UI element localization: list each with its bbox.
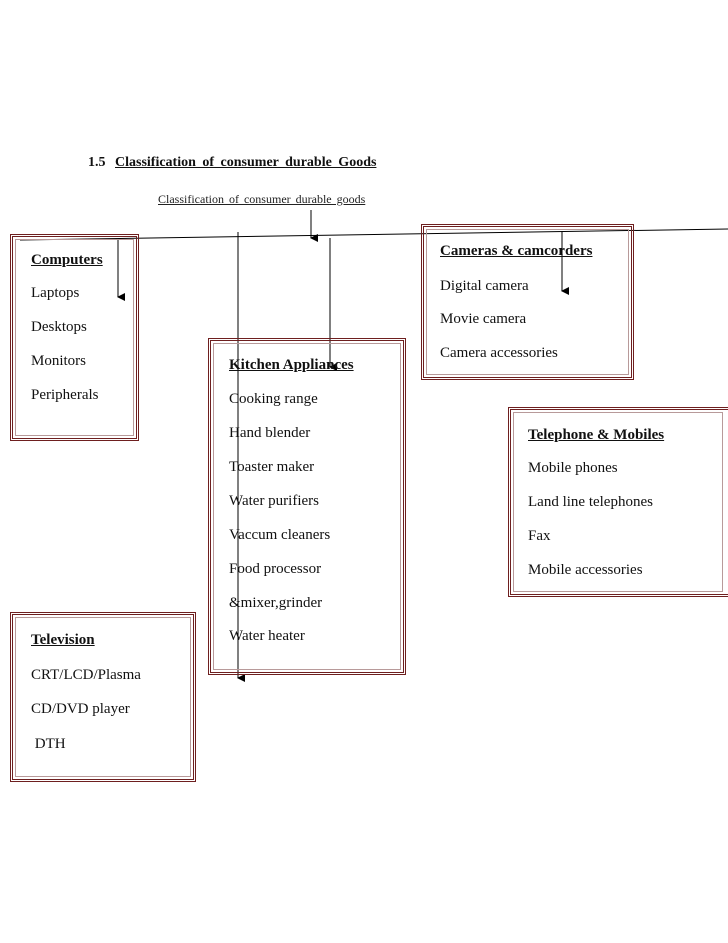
kitchen-box [208, 338, 406, 675]
kitchen-item: Vaccum cleaners [229, 527, 331, 543]
cameras-box [421, 224, 634, 380]
computers-item: Peripherals [31, 387, 99, 403]
computers-item: Desktops [31, 319, 87, 335]
section-number: 1.5 [88, 155, 106, 170]
television-item: CRT/LCD/Plasma [31, 667, 141, 683]
kitchen-item: Cooking range [229, 391, 318, 407]
kitchen-title: Kitchen Appliances [229, 357, 354, 373]
section-title: Classification of consumer durable Goods [115, 155, 377, 170]
telephone-item: Fax [528, 528, 551, 544]
cameras-item: Camera accessories [440, 345, 558, 361]
telephone-title: Telephone & Mobiles [528, 427, 665, 443]
computers-item: Monitors [31, 353, 87, 369]
television-box [10, 612, 196, 782]
cameras-item: Digital camera [440, 278, 529, 294]
kitchen-item: Hand blender [229, 425, 311, 441]
kitchen-item: Food processor [229, 561, 322, 577]
telephone-item: Mobile phones [528, 460, 618, 476]
telephone-item: Mobile accessories [528, 562, 643, 578]
kitchen-item: Toaster maker [229, 459, 315, 475]
computers-title: Computers [31, 252, 103, 268]
computers-box [10, 234, 139, 441]
cameras-item: Movie camera [440, 311, 527, 327]
computers-item: Laptops [31, 285, 80, 301]
kitchen-item: Water purifiers [229, 493, 319, 509]
television-item: DTH [31, 736, 66, 752]
section-heading: 1.5 Classification of consumer durable G… [88, 155, 376, 171]
cameras-title: Cameras & camcorders [440, 243, 593, 259]
telephone-item: Land line telephones [528, 494, 653, 510]
kitchen-item: Water heater [229, 628, 305, 644]
kitchen-item: &mixer,grinder [229, 595, 323, 611]
diagram-title: Classification of consumer durable goods [158, 192, 366, 206]
television-title: Television [31, 632, 95, 648]
telephone-box [508, 407, 728, 597]
television-item: CD/DVD player [31, 701, 130, 717]
